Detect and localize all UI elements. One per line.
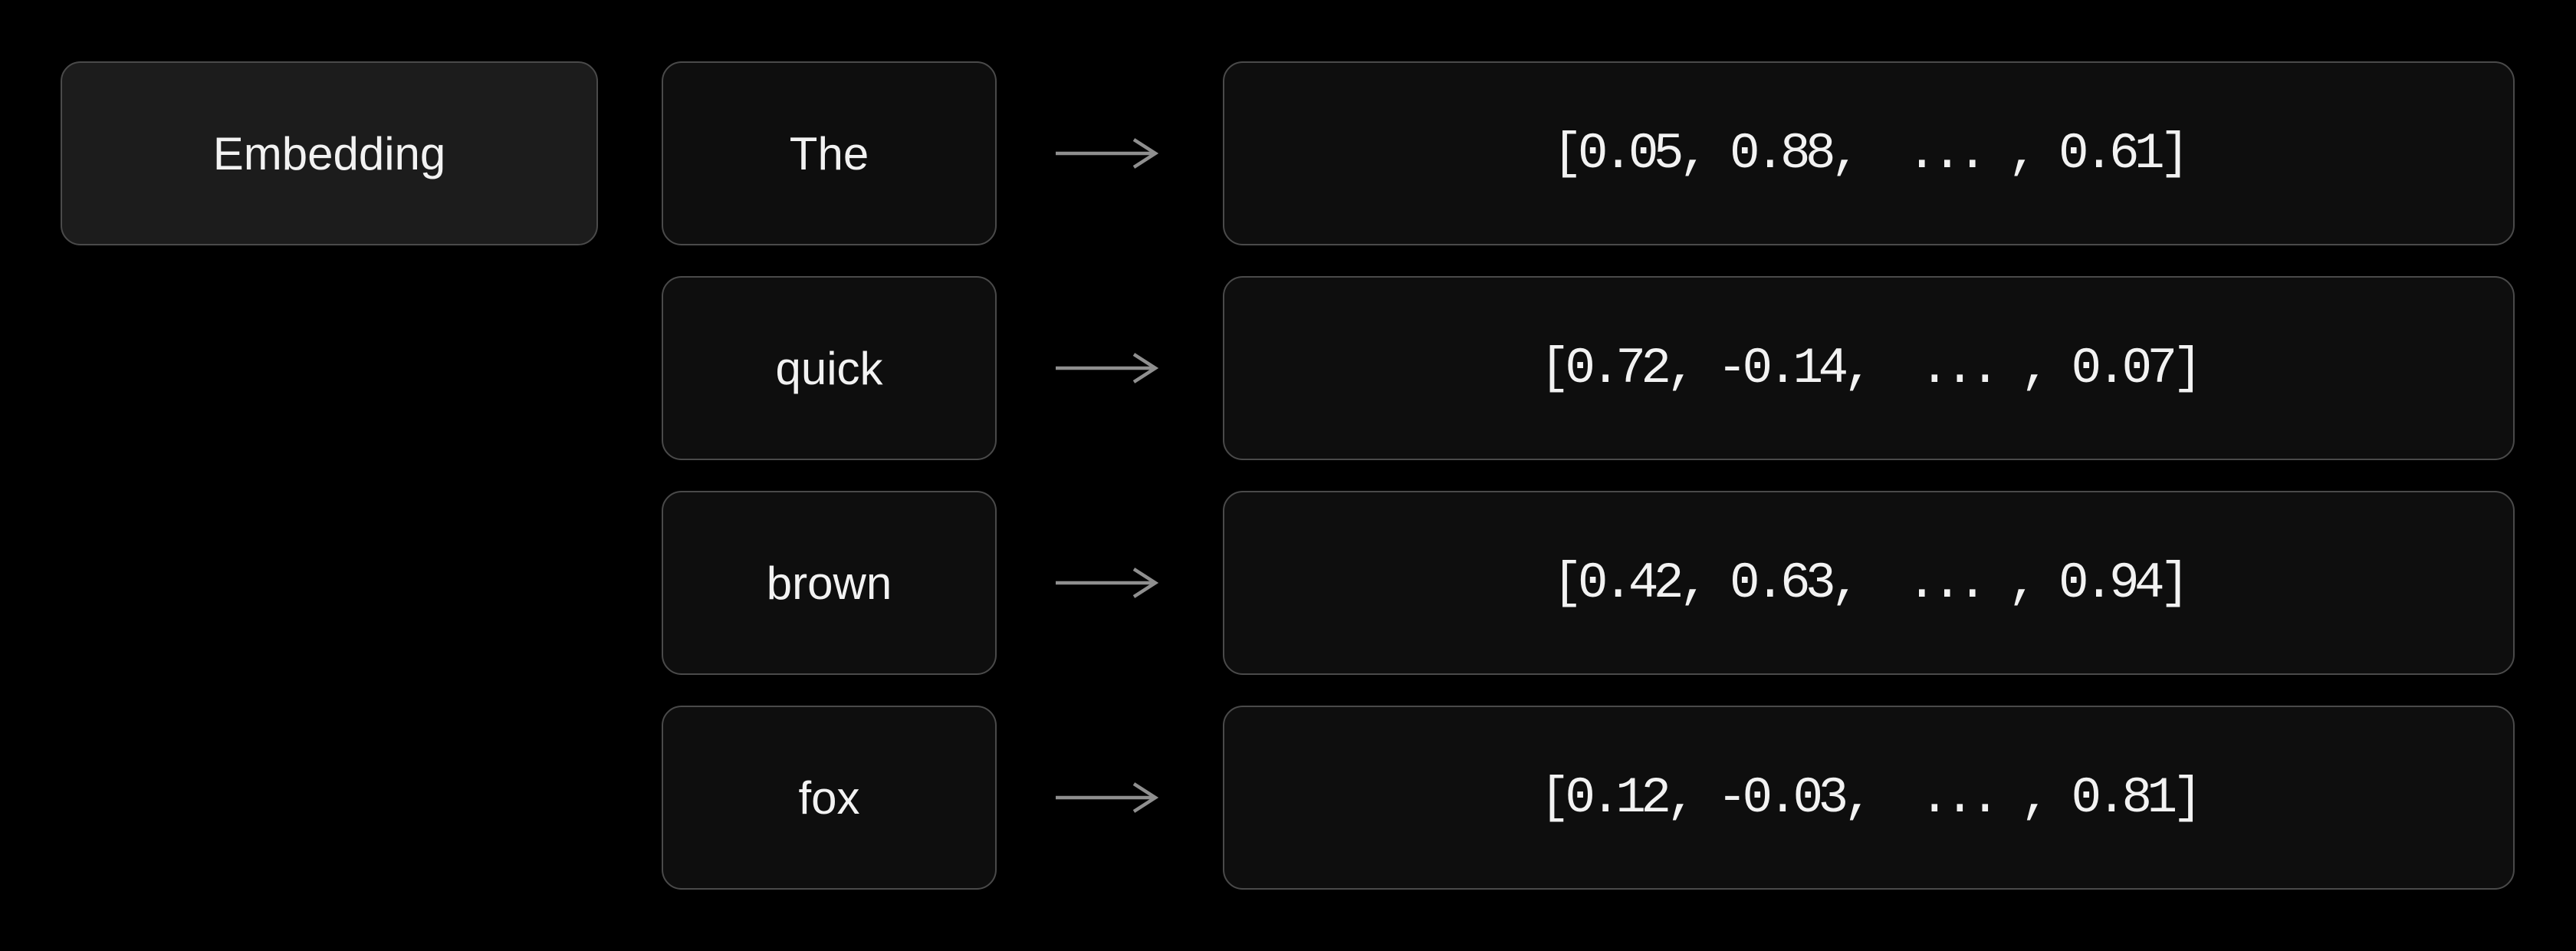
token-box: brown (662, 491, 997, 675)
right-arrow-icon (1054, 560, 1162, 606)
vector-box: [0.72, -0.14, ... , 0.07] (1223, 276, 2515, 460)
token-label: quick (775, 342, 883, 394)
right-arrow-icon (1054, 775, 1162, 821)
right-arrow-icon (1054, 345, 1162, 391)
embedding-stage-box: Embedding (61, 61, 598, 245)
token-box: fox (662, 706, 997, 890)
token-box: quick (662, 276, 997, 460)
vector-value: [0.72, -0.14, ... , 0.07] (1539, 339, 2203, 397)
token-label: brown (766, 557, 892, 609)
right-arrow-icon (1054, 130, 1162, 176)
vector-box: [0.42, 0.63, ... , 0.94] (1223, 491, 2515, 675)
embedding-stage-label: Embedding (212, 127, 446, 179)
token-box: The (662, 61, 997, 245)
vector-value: [0.42, 0.63, ... , 0.94] (1552, 554, 2190, 612)
vector-value: [0.12, -0.03, ... , 0.81] (1539, 768, 2203, 827)
token-label: fox (798, 772, 860, 824)
token-label: The (789, 127, 869, 179)
vector-value: [0.05, 0.88, ... , 0.61] (1552, 124, 2190, 183)
vector-box: [0.05, 0.88, ... , 0.61] (1223, 61, 2515, 245)
vector-box: [0.12, -0.03, ... , 0.81] (1223, 706, 2515, 890)
